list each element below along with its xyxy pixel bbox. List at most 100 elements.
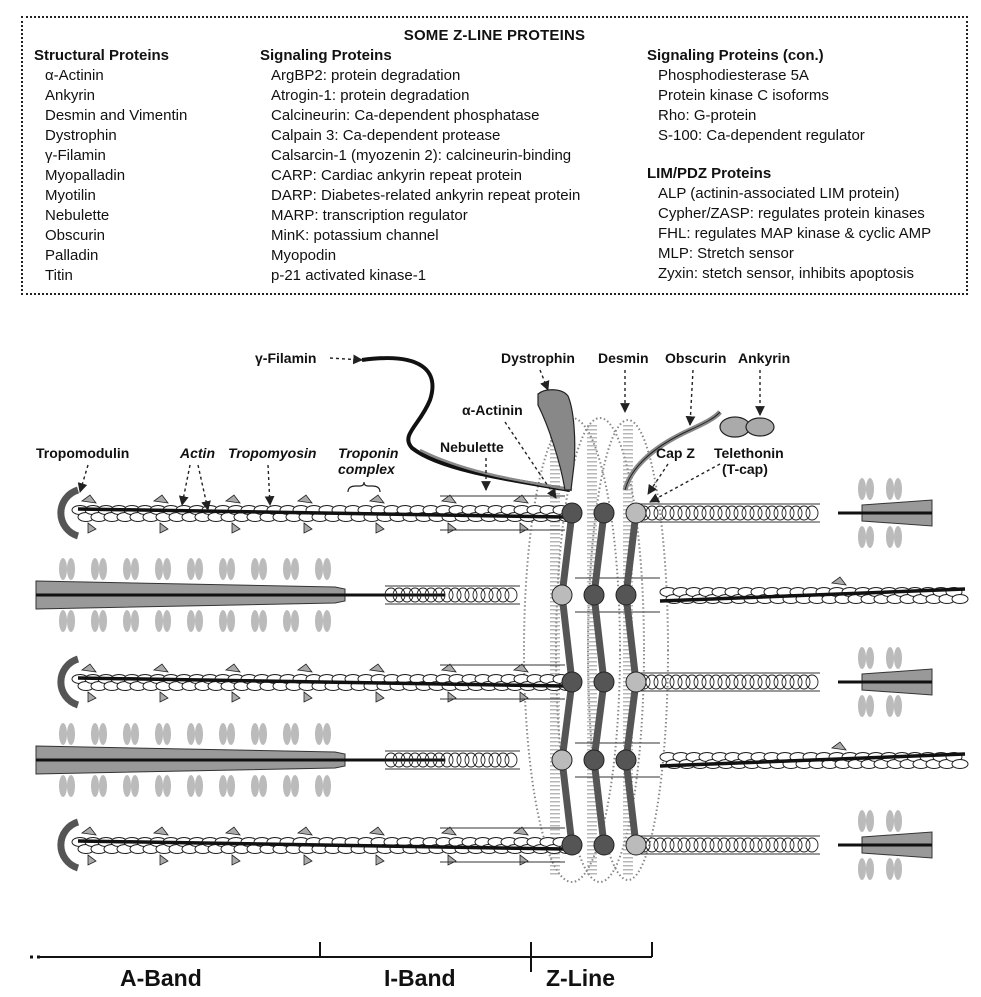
titin-loop bbox=[725, 505, 739, 521]
right-myosin-stub bbox=[838, 810, 933, 880]
band-scale: A-Band I-Band Z-Line bbox=[30, 942, 653, 991]
z-disc-node bbox=[615, 749, 637, 771]
troponin bbox=[303, 522, 313, 534]
troponin bbox=[303, 854, 313, 866]
myosin-head bbox=[195, 775, 203, 797]
troponin bbox=[447, 522, 457, 534]
label-tropomyosin: Tropomyosin bbox=[228, 445, 316, 461]
troponin bbox=[80, 663, 97, 673]
myosin-head bbox=[227, 775, 235, 797]
z-disc-node bbox=[625, 671, 647, 693]
myosin-head bbox=[315, 723, 323, 745]
myosin-head bbox=[155, 558, 163, 580]
myosin-head bbox=[99, 775, 107, 797]
myosin-head bbox=[259, 723, 267, 745]
tropomodulin-cap bbox=[57, 486, 80, 540]
myosin-head bbox=[283, 775, 291, 797]
titin-loop bbox=[400, 587, 414, 603]
troponin bbox=[303, 691, 313, 703]
myosin-head bbox=[283, 723, 291, 745]
titin-loop bbox=[653, 837, 667, 853]
titin-loop bbox=[464, 752, 478, 768]
titin-loop bbox=[384, 587, 398, 603]
troponin bbox=[296, 663, 313, 673]
sarcomere-diagram: γ-Filamin Dystrophin Desmin Obscurin Ank… bbox=[0, 330, 981, 992]
titin-loop bbox=[480, 752, 494, 768]
label-alpha-actinin: α-Actinin bbox=[462, 402, 523, 418]
titin-loop bbox=[773, 674, 787, 690]
titin-loop bbox=[480, 587, 494, 603]
troponin bbox=[440, 494, 457, 504]
troponin bbox=[231, 691, 241, 703]
troponin bbox=[152, 494, 169, 504]
z-disc-node bbox=[625, 502, 647, 524]
protein-list-item: Desmin and Vimentin bbox=[45, 107, 188, 124]
structural-proteins-heading: Structural Proteins bbox=[34, 47, 170, 64]
thin-filament bbox=[57, 486, 576, 540]
titin-bound bbox=[385, 750, 520, 770]
titin-loop bbox=[661, 505, 675, 521]
troponin bbox=[87, 522, 97, 534]
tropomyosin-strand bbox=[77, 839, 566, 851]
myosin-head bbox=[155, 775, 163, 797]
titin-loop bbox=[472, 587, 486, 603]
troponin bbox=[231, 854, 241, 866]
myosin-head bbox=[131, 558, 139, 580]
protein-list-item: ALP (actinin-associated LIM protein) bbox=[658, 185, 900, 202]
titin-coil bbox=[384, 585, 520, 605]
titin-loop bbox=[781, 837, 795, 853]
myosin-head bbox=[858, 478, 866, 500]
protein-list-item: ArgBP2: protein degradation bbox=[271, 67, 461, 84]
titin-loop bbox=[440, 752, 454, 768]
myosin-head bbox=[227, 610, 235, 632]
troponin bbox=[440, 663, 457, 673]
troponin bbox=[224, 663, 241, 673]
actin-monomer bbox=[951, 594, 969, 604]
titin-loop bbox=[733, 837, 747, 853]
myosin-head bbox=[283, 610, 291, 632]
myosin-head bbox=[251, 775, 259, 797]
lim-pdz-list: ALP (actinin-associated LIM protein)Cyph… bbox=[647, 184, 931, 284]
myosin-head bbox=[259, 558, 267, 580]
titin-loop bbox=[653, 674, 667, 690]
gamma-filamin-shape bbox=[361, 356, 571, 492]
myosin-head bbox=[123, 775, 131, 797]
myosin-head bbox=[858, 695, 866, 717]
titin-coil bbox=[637, 835, 820, 855]
protein-list-item: Myopodin bbox=[271, 247, 337, 264]
titin-loop bbox=[440, 587, 454, 603]
troponin bbox=[80, 826, 97, 836]
label-desmin: Desmin bbox=[598, 350, 649, 366]
myosin-head bbox=[858, 647, 866, 669]
myosin-head bbox=[187, 610, 195, 632]
titin-loop bbox=[472, 752, 486, 768]
myosin-head bbox=[227, 558, 235, 580]
myosin-head bbox=[131, 610, 139, 632]
titin-loop bbox=[805, 505, 819, 521]
titin-loop bbox=[805, 674, 819, 690]
titin-loop bbox=[757, 837, 771, 853]
titin-loop bbox=[504, 752, 518, 768]
myosin-head bbox=[894, 526, 902, 548]
myosin-head bbox=[219, 610, 227, 632]
troponin bbox=[80, 494, 97, 504]
myosin-head bbox=[283, 558, 291, 580]
label-ankyrin: Ankyrin bbox=[738, 350, 790, 366]
titin-loop bbox=[504, 587, 518, 603]
z-disc-node bbox=[551, 749, 573, 771]
troponin bbox=[152, 826, 169, 836]
thin-filament bbox=[57, 655, 576, 709]
titin-loop bbox=[717, 505, 731, 521]
myosin-head bbox=[67, 558, 75, 580]
tropomodulin-cap bbox=[57, 818, 80, 872]
troponin bbox=[375, 691, 385, 703]
protein-list-item: Atrogin-1: protein degradation bbox=[271, 87, 470, 104]
z-disc-node bbox=[561, 502, 583, 524]
titin-loop bbox=[765, 837, 779, 853]
signaling-con-heading: Signaling Proteins (con.) bbox=[647, 47, 824, 64]
protein-list-item: Obscurin bbox=[45, 227, 106, 244]
titin-loop bbox=[669, 505, 683, 521]
titin-loop bbox=[789, 505, 803, 521]
titin-bound bbox=[638, 503, 820, 523]
